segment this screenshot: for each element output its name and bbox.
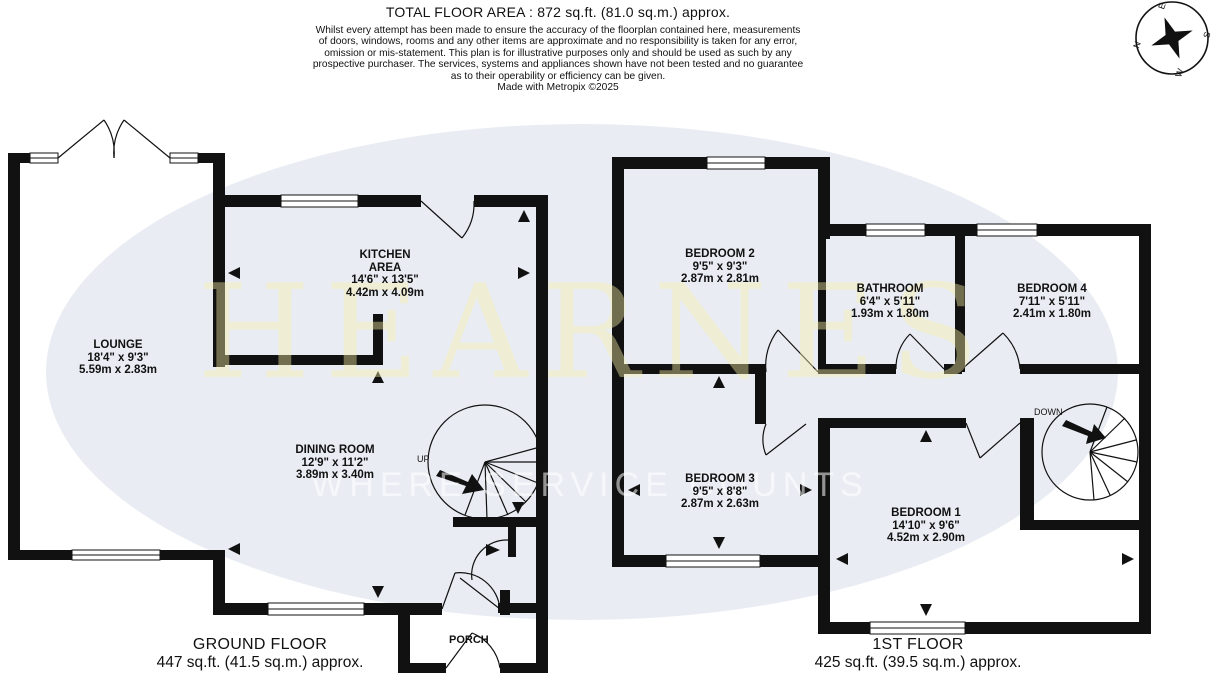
room-name: DINING ROOM [295, 444, 375, 456]
room-imperial: 7'11" x 5'11" [1018, 295, 1086, 308]
room-metric: 2.41m x 1.80m [1012, 308, 1091, 320]
room-bedroom-1: BEDROOM 1 14'10" x 9'6" 4.52m x 2.90m [866, 507, 986, 545]
room-dining: DINING ROOM 12'9" x 11'2" 3.89m x 3.40m [275, 444, 395, 482]
room-name: BATHROOM [856, 283, 924, 295]
room-imperial: 14'6" x 13'5" [351, 274, 419, 286]
disclaimer-line: as to their operability or efficiency ca… [450, 70, 666, 82]
room-name: BEDROOM 4 [1017, 283, 1087, 295]
room-name: BEDROOM 1 [891, 507, 961, 519]
stairs-down-label: DOWN [1034, 407, 1063, 417]
total-floor-area: TOTAL FLOOR AREA : 872 sq.ft. (81.0 sq.m… [385, 4, 731, 20]
room-metric: 4.52m x 2.90m [886, 532, 965, 544]
disclaimer-line: Made with Metropix ©2025 [497, 82, 619, 94]
compass-south-label: S [1201, 30, 1212, 39]
compass-west-label: W [1173, 67, 1185, 79]
watermark-ellipse [46, 124, 1118, 620]
first-floor-walls [612, 157, 1151, 634]
room-metric: 3.89m x 3.40m [295, 469, 374, 481]
ground-floor-stairs [427, 404, 543, 520]
first-floor-markers [628, 376, 1134, 616]
room-metric: 2.87m x 2.81m [680, 273, 759, 285]
floor-title: GROUND FLOOR [192, 636, 328, 653]
room-imperial: 18'4" x 9'3" [87, 351, 149, 364]
room-name: LOUNGE [93, 339, 143, 351]
room-imperial: 12'9" x 11'2" [301, 456, 369, 469]
stairs-down-arrow [1062, 420, 1106, 444]
room-imperial: 14'10" x 9'6" [892, 519, 960, 532]
room-imperial: 9'5" x 8'8" [692, 485, 748, 498]
disclaimer: Whilst every attempt has been made to en… [300, 25, 816, 93]
room-porch: PORCH [449, 634, 489, 646]
stairs-up-arrow [436, 470, 484, 494]
first-floor-stairs [1041, 403, 1139, 501]
ground-floor-markers [228, 210, 530, 598]
room-bedroom-4: BEDROOM 4 7'11" x 5'11" 2.41m x 1.80m [992, 283, 1112, 321]
room-bedroom-2: BEDROOM 2 9'5" x 9'3" 2.87m x 2.81m [660, 248, 780, 286]
first-floor-label: 1ST FLOOR 425 sq.ft. (39.5 sq.m.) approx… [796, 636, 1040, 672]
room-lounge: LOUNGE 18'4" x 9'3" 5.59m x 2.83m [58, 339, 178, 377]
room-bathroom: BATHROOM 6'4" x 5'11" 1.93m x 1.80m [830, 283, 950, 321]
compass-north-label: N [1131, 40, 1143, 50]
first-floor-doors [762, 329, 1021, 459]
room-metric: 2.87m x 2.63m [680, 498, 759, 510]
room-metric: 4.42m x 4.09m [345, 286, 424, 299]
room-name: KITCHEN [359, 249, 411, 261]
room-metric: 5.59m x 2.83m [78, 364, 157, 376]
compass-east-label: E [1156, 1, 1167, 10]
room-name: BEDROOM 2 [685, 248, 755, 260]
room-name: BEDROOM 3 [685, 473, 755, 485]
ground-floor-doors [57, 119, 509, 669]
room-name-line2: AREA [368, 261, 402, 274]
ground-floor-label: GROUND FLOOR 447 sq.ft. (41.5 sq.m.) app… [140, 636, 380, 672]
disclaimer-line: prospective purchaser. The services, sys… [312, 59, 804, 71]
disclaimer-line: omission or mis-statement. This plan is … [324, 47, 792, 59]
room-bedroom-3: BEDROOM 3 9'5" x 8'8" 2.87m x 2.63m [660, 473, 780, 511]
floor-area: 425 sq.ft. (39.5 sq.m.) approx. [814, 654, 1022, 671]
floor-title: 1ST FLOOR [872, 636, 964, 653]
floor-area: 447 sq.ft. (41.5 sq.m.) approx. [156, 654, 364, 671]
room-imperial: 9'5" x 9'3" [692, 260, 748, 273]
room-metric: 1.93m x 1.80m [850, 308, 929, 320]
disclaimer-line: of doors, windows, rooms and any other i… [318, 36, 798, 48]
disclaimer-line: Whilst every attempt has been made to en… [315, 25, 801, 36]
stairs-up-label: UP [417, 454, 430, 464]
ground-floor-walls [8, 153, 548, 673]
compass-icon [1135, 1, 1209, 75]
room-kitchen-area: KITCHEN AREA 14'6" x 13'5" 4.42m x 4.09m [325, 249, 445, 299]
room-imperial: 6'4" x 5'11" [859, 295, 921, 308]
